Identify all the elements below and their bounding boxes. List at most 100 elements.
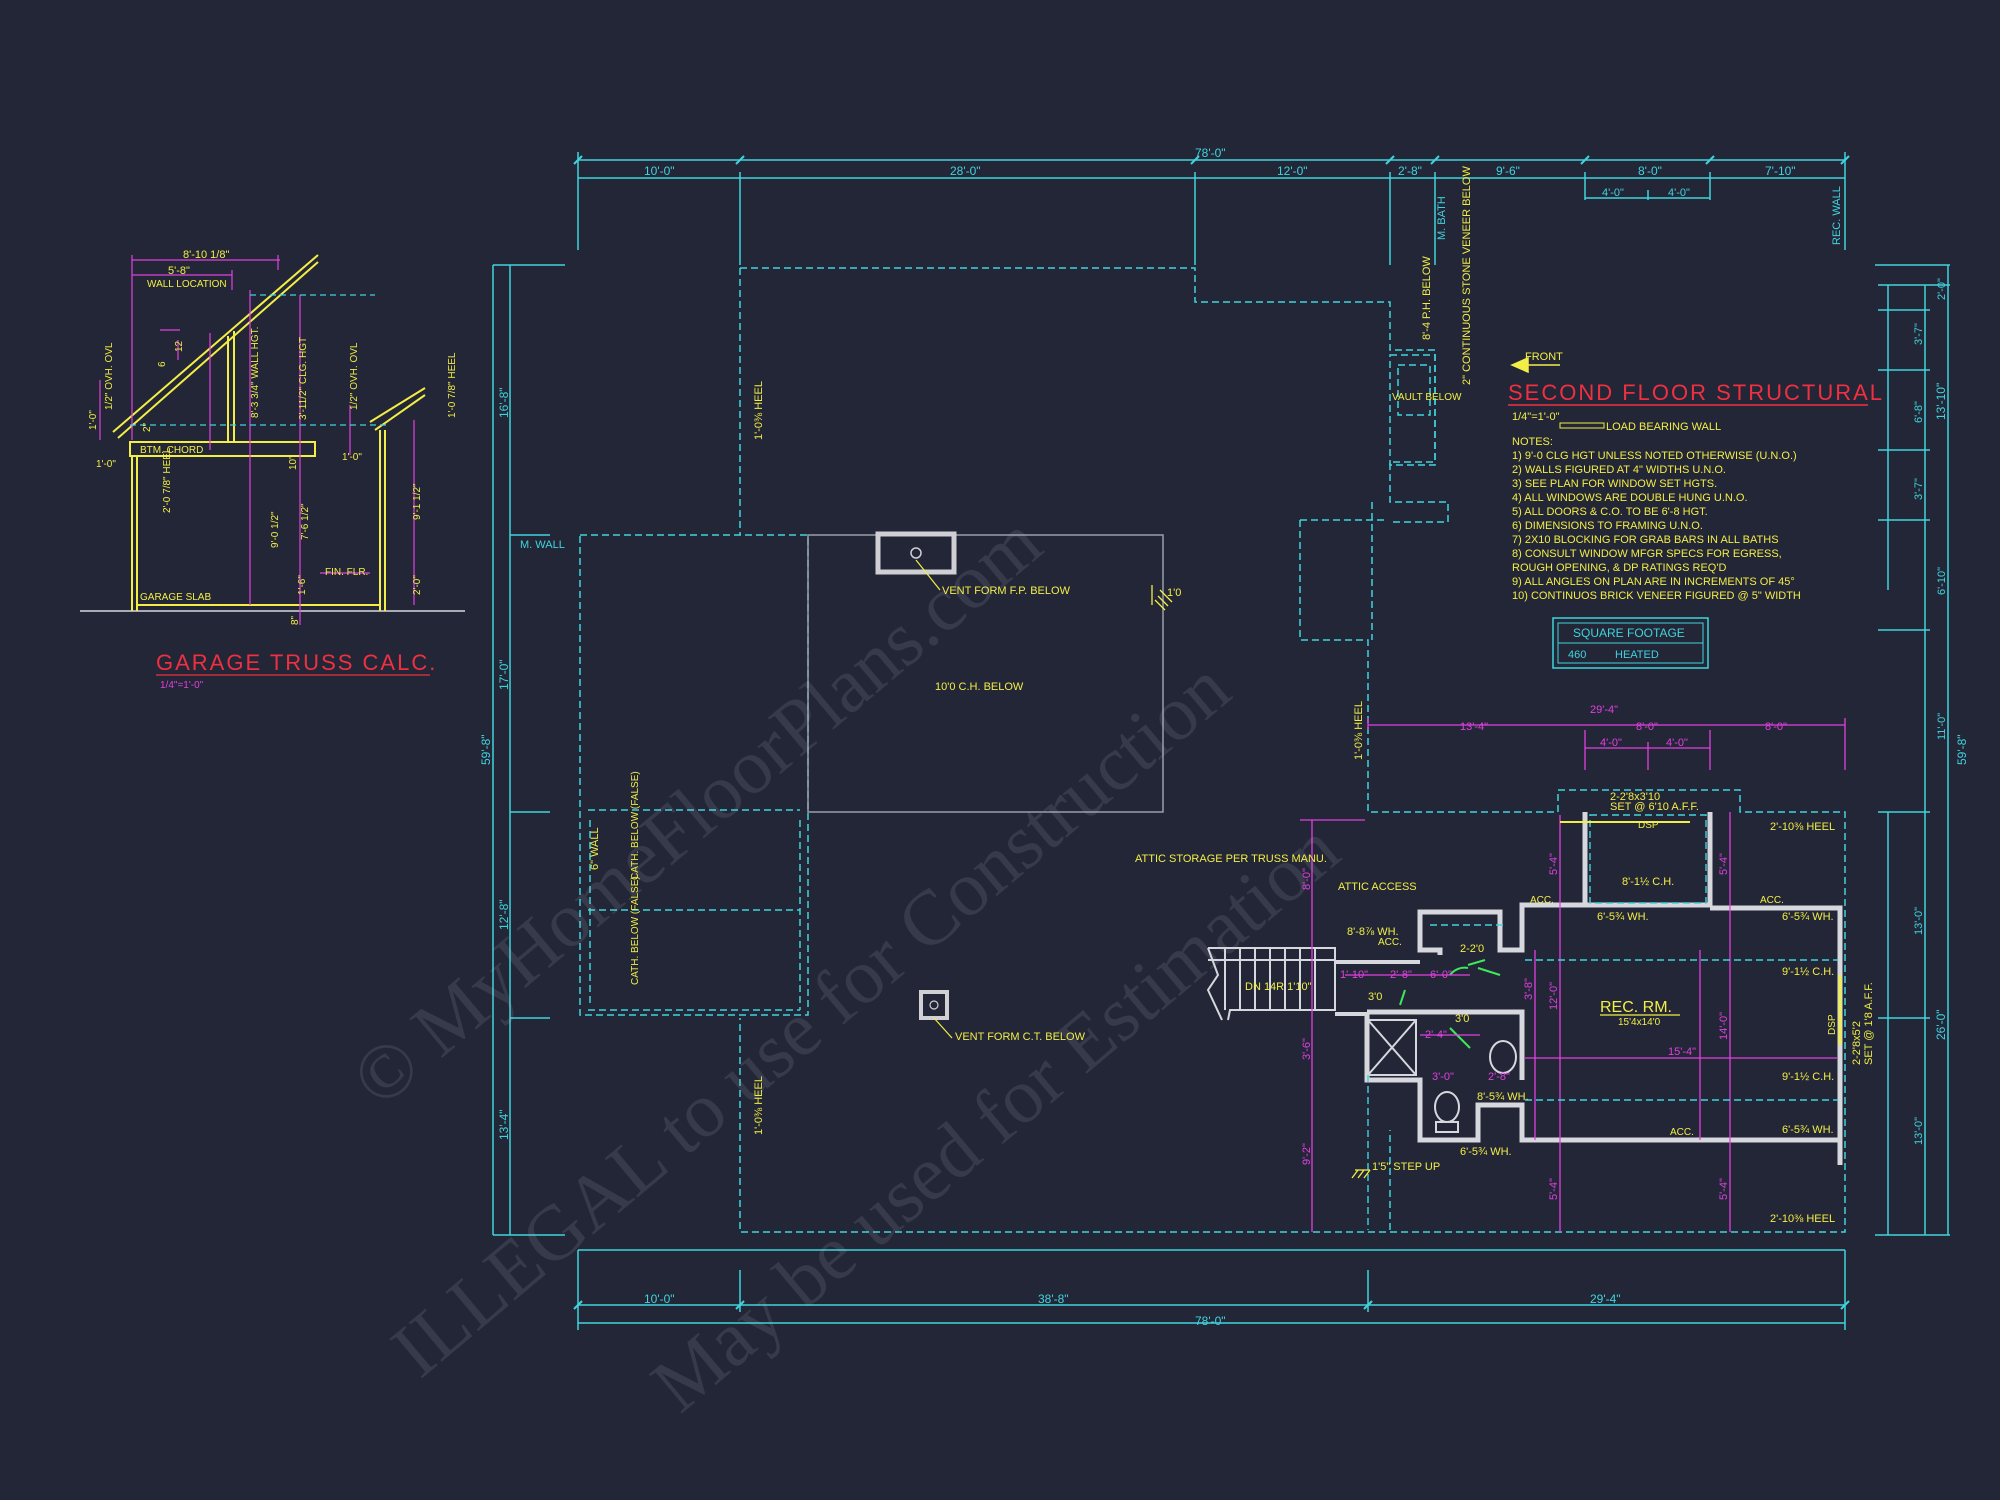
truss-dim-a: 9'-0 1/2" — [270, 511, 281, 548]
heel-bottom-label: 1'-0⅜ HEEL — [753, 1076, 765, 1135]
sqft-label: HEATED — [1615, 649, 1659, 661]
bearing-marks — [1151, 585, 1842, 1179]
truss-pitch: 12 — [174, 340, 185, 352]
load-bearing-symbol — [1559, 422, 1605, 429]
dim-80: 8'-0" — [1301, 868, 1313, 890]
vent-fp-label: VENT FORM F.P. BELOW — [942, 585, 1071, 597]
truss-wall-location: WALL LOCATION — [147, 279, 227, 290]
window-right-set: SET @ 1'8 A.F.F. — [1863, 982, 1875, 1065]
door-210: 2-2'0 — [1460, 943, 1484, 955]
left-dim-4: 13'-4" — [497, 1109, 511, 1140]
heel-2-bottom: 2'-10⅜ HEEL — [1770, 1213, 1835, 1225]
step-up-label: 1'5" STEP UP — [1372, 1161, 1440, 1173]
dn-stair-label: DN 14R 1'10" — [1245, 981, 1312, 993]
top-sub-dim-1: 4'-0" — [1602, 187, 1624, 199]
acc-label-1: ACC. — [1378, 937, 1402, 948]
note-9: 9) ALL ANGLES ON PLAN ARE IN INCREMENTS … — [1512, 576, 1795, 588]
ceiling-box — [807, 534, 1164, 813]
top-dimension-text: 78'-0" 10'-0" 28'-0" 12'-0" 2'-8" 9'-6" … — [644, 146, 1843, 245]
acc-label-2: ACC. — [1530, 895, 1554, 906]
window-right-label: 2-2'8x5'2 — [1851, 1021, 1863, 1065]
dim-28a: 2'-8" — [1390, 969, 1412, 981]
dim-10-label: 1'0 — [1167, 587, 1181, 599]
right-lower-dim-2: 13'-0" — [1913, 1117, 1925, 1145]
heel-top-label: 1'-0⅜ HEEL — [753, 381, 765, 440]
top-dim-4: 2'-8" — [1398, 164, 1422, 178]
rec-top-dim-3: 8'-0" — [1765, 721, 1787, 733]
dim-54b: 5'-4" — [1718, 853, 1730, 875]
truss-left-small2: 1'-0" — [88, 410, 99, 430]
cath-below-2: CATH. BELOW (FALSE) — [630, 876, 641, 985]
bottom-overall-dim: 78'-0" — [1195, 1314, 1226, 1328]
note-7: 7) 2X10 BLOCKING FOR GRAB BARS IN ALL BA… — [1512, 534, 1779, 546]
vent-fp — [875, 531, 957, 591]
notes-header: NOTES: — [1512, 436, 1553, 448]
rec-top-sub-2: 4'-0" — [1666, 737, 1688, 749]
left-overall-dim: 59'-8" — [479, 734, 493, 765]
truss-dim-e: 1'-0" — [342, 452, 362, 463]
right-top-dim-3: 6'-8" — [1913, 401, 1925, 423]
acc-label-4: ACC. — [1670, 1127, 1694, 1138]
window-top-set: SET @ 6'10 A.F.F. — [1610, 801, 1699, 813]
top-dim-3: 12'-0" — [1277, 164, 1308, 178]
right-top-dim-4: 3'-7" — [1913, 478, 1925, 500]
rec-rm-label: REC. RM. — [1600, 999, 1672, 1016]
dim-120: 12'-0" — [1548, 982, 1560, 1010]
wh-652d: 6'-5¾ WH. — [1460, 1146, 1512, 1158]
bottom-dim-2: 38'-8" — [1038, 1292, 1069, 1306]
right-dimension-text: 59'-8" 13'-10" 2'-0" 3'-7" 6'-8" 3'-7" 6… — [1913, 278, 1969, 1145]
right-overall-dim: 59'-8" — [1955, 734, 1969, 765]
m-wall-label: M. WALL — [520, 539, 565, 551]
ch-below-label: 10'0 C.H. BELOW — [935, 681, 1024, 693]
left-dim-2: 17'-0" — [497, 659, 511, 690]
stair — [1206, 947, 1420, 1021]
right-top-dim-2: 3'-7" — [1913, 323, 1925, 345]
right-lower-dim-1: 13'-0" — [1913, 907, 1925, 935]
note-8: 8) CONSULT WINDOW MFGR SPECS FOR EGRESS, — [1512, 548, 1782, 560]
title-block: SECOND FLOOR STRUCTURAL 1/4"=1'-0" FRONT… — [1508, 351, 1882, 433]
right-mid-dim-1: 6'-10" — [1936, 567, 1948, 595]
truss-ovhg-left: 1/2" OVH. OVL — [104, 342, 115, 410]
note-2: 2) WALLS FIGURED AT 4" WIDTHS U.N.O. — [1512, 464, 1726, 476]
stone-veneer-label: 2" CONTINUOUS STONE VENEER BELOW — [1461, 166, 1473, 385]
heel-2-top: 2'-10⅜ HEEL — [1770, 821, 1835, 833]
scale-label: 1/4"=1'-0" — [1512, 411, 1560, 423]
truss-dim-c: 9'-1 1/2" — [412, 483, 423, 520]
bath-fixtures — [1367, 1019, 1517, 1133]
truss-heel-right: 1'-0 7/8" HEEL — [447, 352, 458, 418]
dimension-lines — [492, 152, 1950, 1330]
rec-top-sub-1: 4'-0" — [1600, 737, 1622, 749]
truss-dim-d: 1'-6" — [297, 575, 308, 595]
heel-mid-label: 1'-0⅜ HEEL — [1353, 701, 1365, 760]
truss-scale: 1/4"=1'-0" — [160, 680, 204, 691]
top-dim-2: 28'-0" — [950, 164, 981, 178]
left-dimension-text: 59'-8" 16'-8" 17'-0" 12'-8" 13'-4" M. WA… — [479, 387, 565, 1140]
truss-top-dim: 8'-10 1/8" — [183, 249, 229, 261]
ph-below-label: 8'-4 P.H. BELOW — [1421, 256, 1433, 340]
dim-24: 2'-4" — [1425, 1029, 1447, 1041]
notes-list: NOTES: 1) 9'-0 CLG HGT UNLESS NOTED OTHE… — [1512, 436, 1801, 602]
truss-title: GARAGE TRUSS CALC. — [156, 650, 437, 675]
attic-access-label: ATTIC ACCESS — [1338, 881, 1417, 893]
truss-heel-left: 2'-0 7/8" HEEL — [162, 447, 173, 513]
wh-881-label: 8'-8⅞ WH. — [1347, 926, 1399, 938]
truss-fin-flr: FIN. FLR. — [325, 567, 368, 578]
six-wall-label: 6" WALL — [589, 827, 601, 870]
dim-30: 3'-0" — [1432, 1071, 1454, 1083]
dimension-ticks — [573, 155, 1850, 1310]
right-lower-group-dim: 26'-0" — [1934, 1009, 1948, 1040]
wh-652a: 6'-5¾ WH. — [1597, 911, 1649, 923]
ch-912b: 9'-1½ C.H. — [1782, 1071, 1834, 1083]
rec-wall-label: REC. WALL — [1831, 186, 1843, 245]
ch-912a: 9'-1½ C.H. — [1782, 966, 1834, 978]
note-10: 10) CONTINUOS BRICK VENEER FIGURED @ 5" … — [1512, 590, 1801, 602]
rec-room-walls — [1364, 812, 1843, 1165]
bottom-dimension-text: 10'-0" 38'-8" 29'-4" 78'-0" — [644, 1292, 1621, 1328]
top-overall-dim: 78'-0" — [1195, 146, 1226, 160]
truss-detail-text: GARAGE TRUSS CALC. 1/4"=1'-0" 8'-10 1/8"… — [88, 249, 458, 691]
sqft-title: SQUARE FOOTAGE — [1573, 626, 1685, 640]
top-dim-7: 7'-10" — [1765, 164, 1796, 178]
wh-852: 8'-5¾ WH. — [1477, 1091, 1529, 1103]
dim-140: 14'-0" — [1718, 1012, 1730, 1040]
